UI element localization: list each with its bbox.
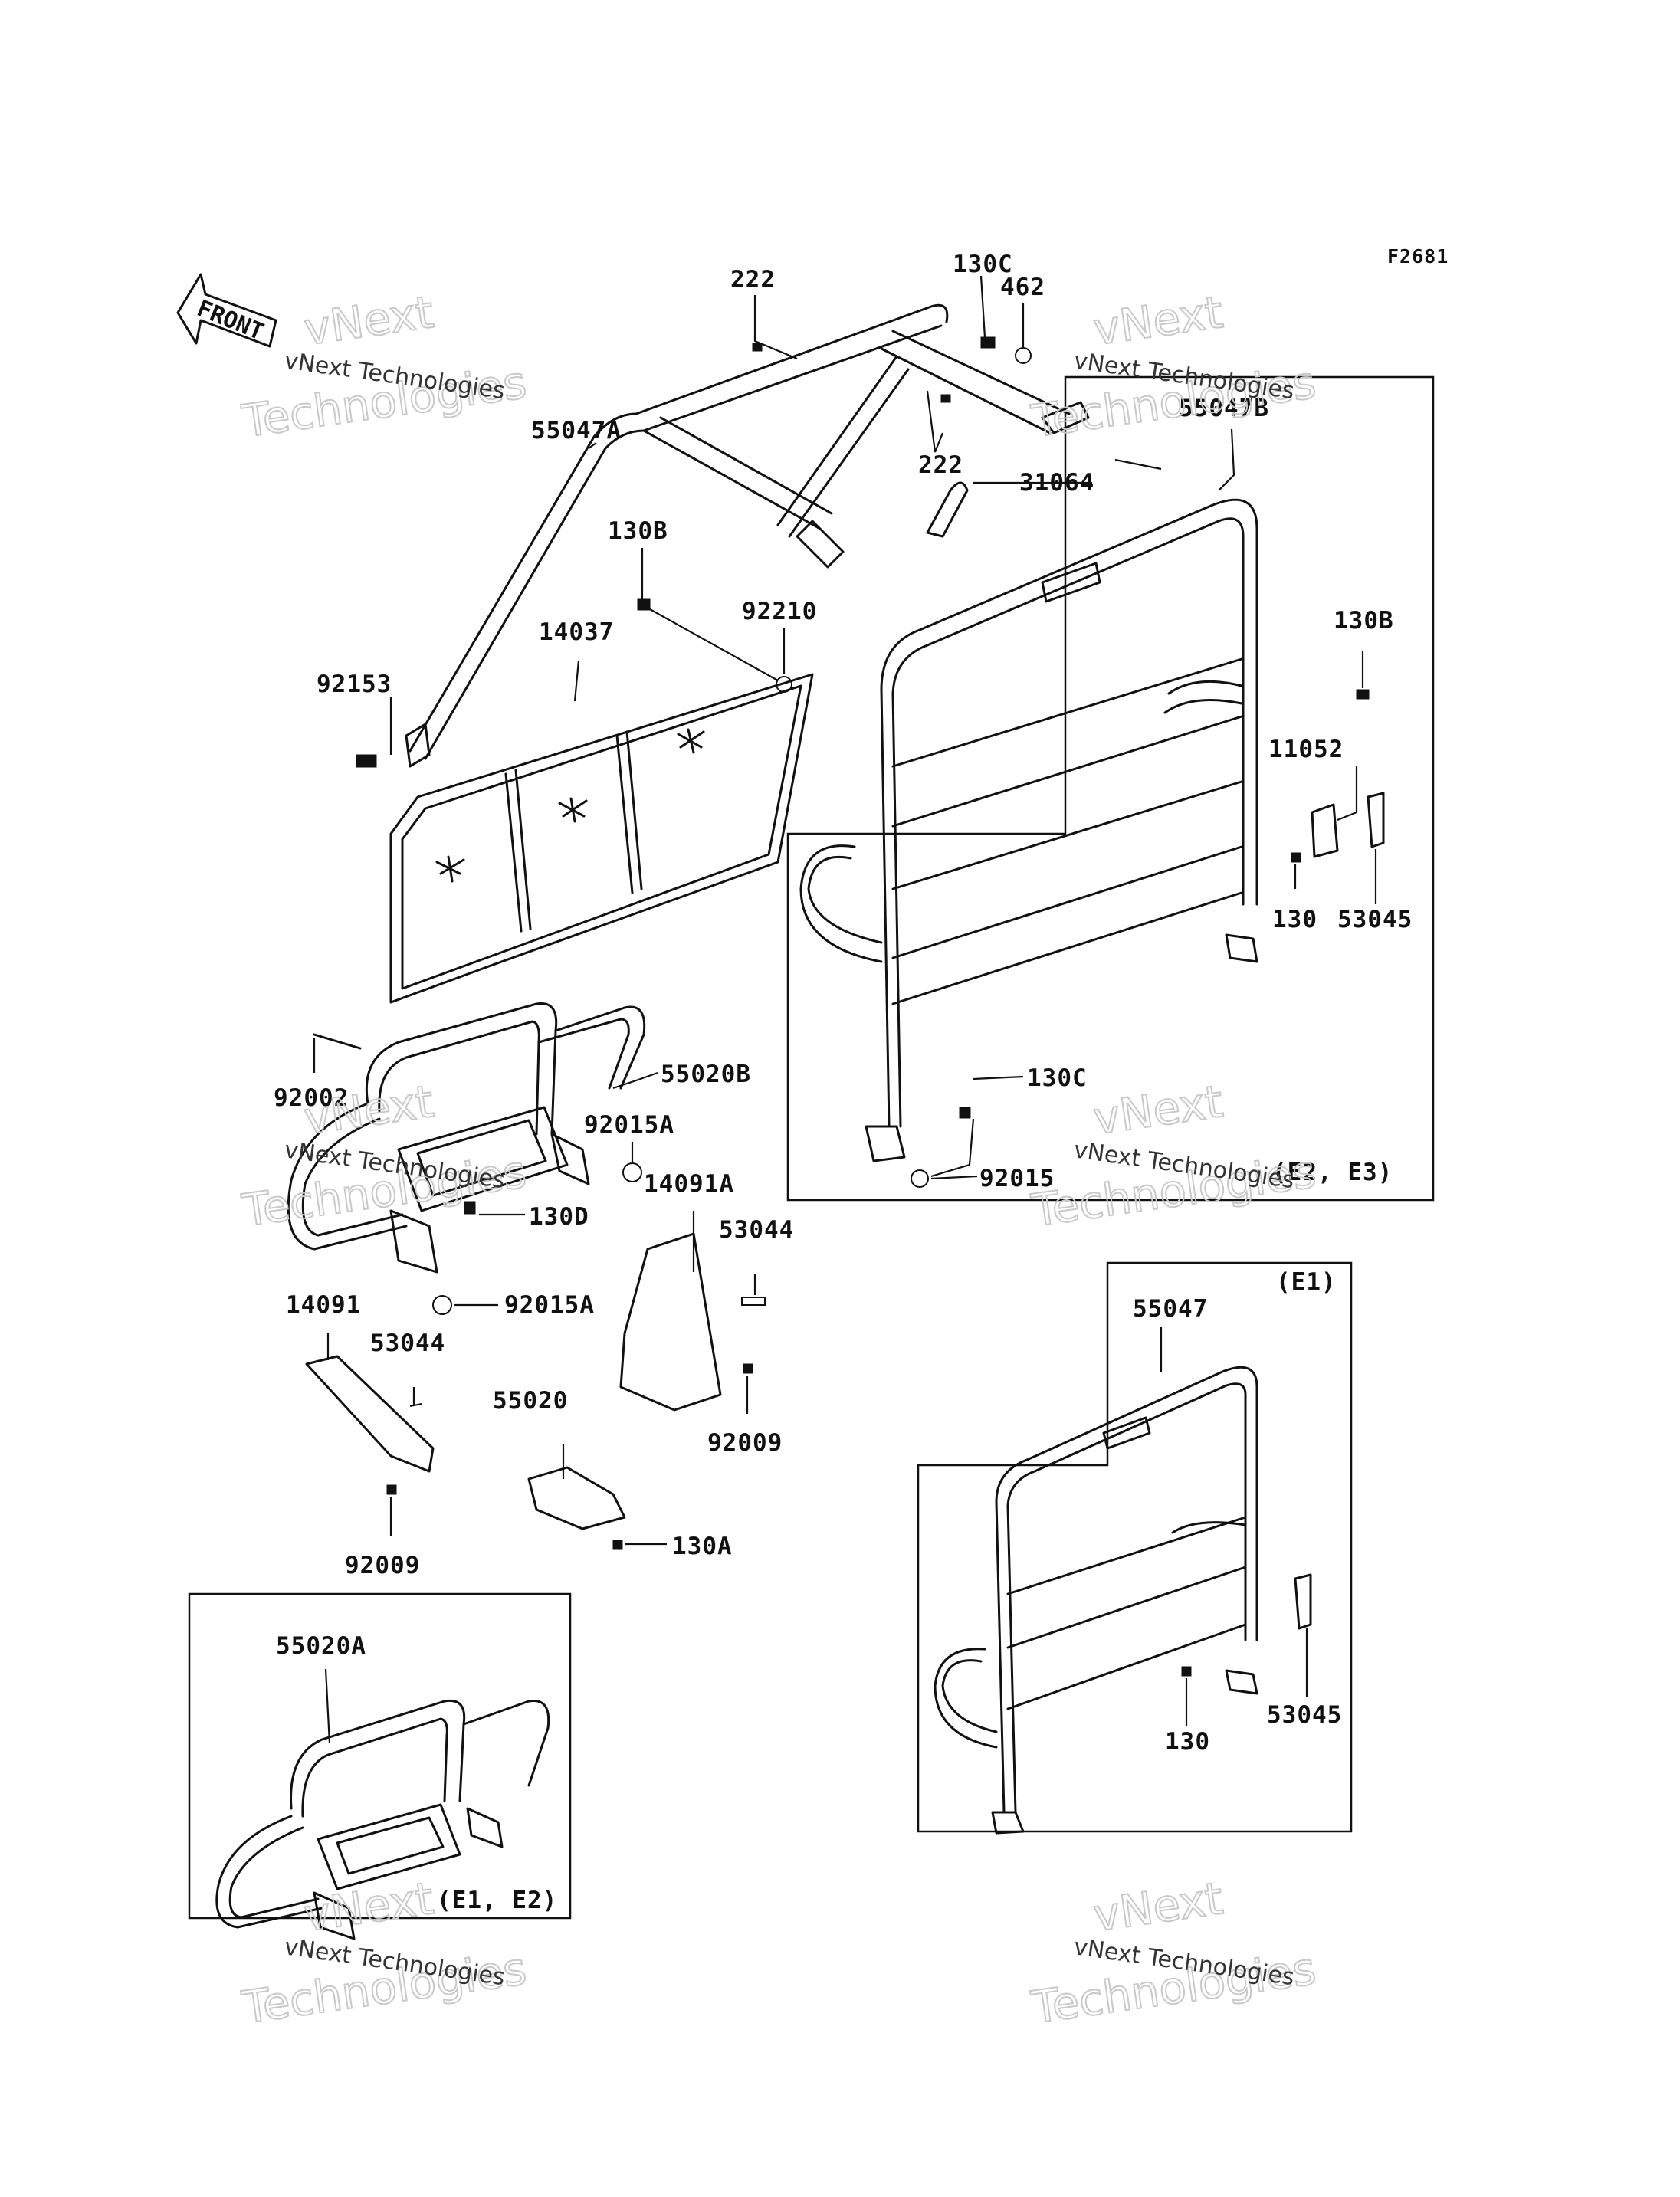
svg-text:vNext: vNext (300, 1872, 436, 1942)
screen-14037 (389, 673, 814, 1004)
watermark-1: vNext Technologies vNext Technologies (238, 285, 530, 448)
label-14037: 14037 (539, 618, 614, 646)
bolt-130-bottom (1181, 1666, 1192, 1677)
nut-462 (1015, 347, 1032, 364)
label-55020a: 55020A (276, 1632, 366, 1660)
plate-14091a (619, 1232, 722, 1412)
label-55047b: 55047B (1179, 395, 1269, 422)
label-92153: 92153 (317, 671, 392, 698)
watermark-4: vNext Technologies vNext Technologies (1027, 1074, 1319, 1238)
nut-92015a-bottom (432, 1295, 452, 1315)
label-55047: 55047 (1133, 1295, 1208, 1323)
bolt-130a (612, 1540, 623, 1550)
clip-53044-right (741, 1297, 766, 1306)
leader-lines (313, 275, 1377, 1744)
bolt-92153 (356, 754, 377, 768)
label-14091: 14091 (286, 1291, 361, 1319)
label-92015a-bottom: 92015A (504, 1291, 595, 1319)
box-e2-e3 (786, 375, 1435, 1202)
label-92009-left: 92009 (345, 1552, 420, 1579)
label-53045-right: 53045 (1337, 906, 1413, 933)
svg-text:vNext: vNext (1090, 1872, 1226, 1942)
tag-e1-e2: (E1, E2) (437, 1887, 557, 1914)
bolt-92009-left (386, 1484, 397, 1495)
label-53044-right: 53044 (719, 1216, 794, 1244)
label-11052: 11052 (1268, 736, 1344, 763)
svg-text:vNext: vNext (1090, 1075, 1226, 1145)
label-92002: 92002 (274, 1084, 349, 1112)
label-130-right: 130 (1272, 906, 1317, 933)
label-130c-top: 130C (953, 251, 1013, 278)
label-92210: 92210 (742, 598, 817, 625)
box-e1-e2 (188, 1592, 572, 1920)
bolt-222-mid (940, 394, 951, 403)
front-arrow-icon: FRONT (176, 273, 277, 348)
label-55020: 55020 (493, 1387, 568, 1415)
bolt-130b-right (1356, 689, 1370, 700)
label-55020b: 55020B (661, 1061, 751, 1088)
label-462: 462 (1000, 274, 1045, 301)
label-130c-mid: 130C (1027, 1064, 1088, 1092)
nut-92210 (776, 676, 792, 693)
figure-code: F2681 (1387, 245, 1449, 267)
tag-e2-e3: (E2, E3) (1272, 1159, 1393, 1186)
bumper-55020a (215, 1699, 550, 1940)
roll-cage-55047b (799, 498, 1258, 1162)
label-92015a-top: 92015A (584, 1111, 674, 1139)
bolt-130-right (1291, 852, 1301, 863)
watermark-3: vNext Technologies vNext Technologies (238, 1074, 530, 1238)
box-e1 (917, 1261, 1353, 1833)
label-53045-bottom: 53045 (1267, 1701, 1342, 1729)
bolt-130c-mid (959, 1107, 971, 1119)
bolt-130c-top (980, 336, 996, 349)
tag-e1: (E1) (1276, 1268, 1337, 1296)
fasteners (313, 336, 1385, 1677)
clip-53044-left (409, 1403, 422, 1407)
label-130a: 130A (672, 1533, 733, 1560)
latch-53045-bottom (1294, 1573, 1312, 1630)
hoop-31064 (926, 481, 969, 538)
bolt-92002 (313, 1033, 362, 1050)
label-130b-right: 130B (1334, 607, 1394, 635)
bumper-55020b (287, 1002, 646, 1274)
roll-cage-55047 (934, 1366, 1258, 1835)
svg-text:vNext: vNext (300, 286, 436, 356)
label-222-top: 222 (730, 266, 776, 293)
label-222-mid: 222 (918, 451, 963, 479)
label-14091a: 14091A (644, 1170, 734, 1198)
label-92009-right: 92009 (707, 1429, 783, 1457)
label-130d: 130D (529, 1203, 589, 1231)
plate-14091 (305, 1355, 435, 1473)
roll-bar-55047a (405, 303, 1090, 768)
label-130-bottom: 130 (1165, 1728, 1210, 1756)
svg-text:vNext: vNext (1090, 286, 1226, 356)
bolt-92009-right (743, 1363, 753, 1374)
bracket-11052 (1311, 803, 1339, 858)
watermark-6: vNext Technologies vNext Technologies (1027, 1871, 1319, 2035)
nut-92015a-top (622, 1162, 642, 1182)
latch-53045-right (1367, 792, 1385, 848)
bolt-130b-left (637, 598, 651, 611)
label-55047a: 55047A (531, 417, 622, 444)
nut-92015 (911, 1169, 929, 1188)
bolt-130d (464, 1201, 476, 1215)
bracket-55020 (527, 1466, 626, 1530)
label-53044-left: 53044 (370, 1330, 445, 1357)
label-130b-left: 130B (608, 517, 668, 545)
bolt-222-top (752, 343, 763, 352)
label-92015: 92015 (979, 1165, 1055, 1192)
watermark-2: vNext Technologies vNext Technologies (1027, 285, 1319, 448)
label-31064: 31064 (1019, 469, 1094, 497)
